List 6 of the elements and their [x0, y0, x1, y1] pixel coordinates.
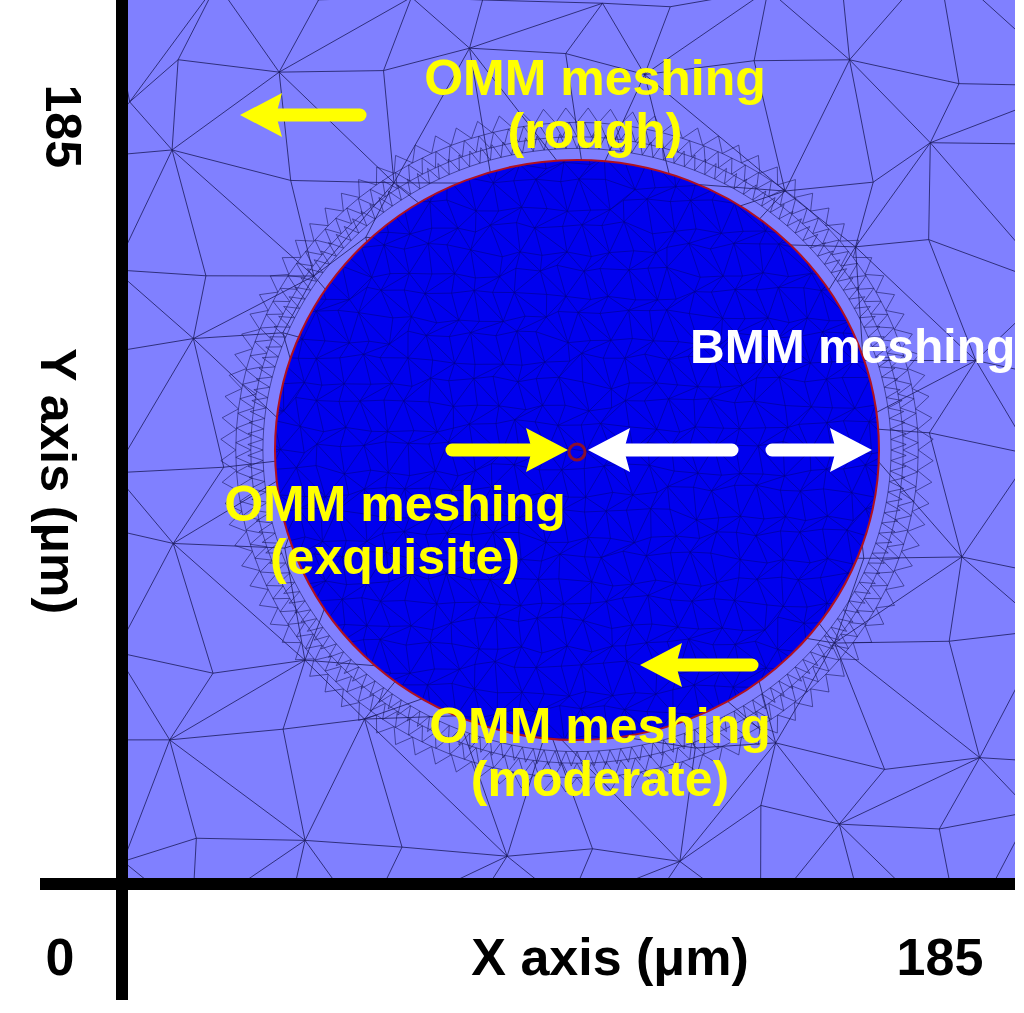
- axis-tick-label: 0: [44, 930, 76, 985]
- annotation-text: OMM meshing (rough): [423, 52, 767, 157]
- axis-tick-label: 185: [36, 83, 90, 170]
- axis-title: Y axis (μm): [31, 347, 85, 617]
- axis-tick-label: 185: [895, 930, 985, 985]
- axis-title: X axis (μm): [470, 930, 750, 985]
